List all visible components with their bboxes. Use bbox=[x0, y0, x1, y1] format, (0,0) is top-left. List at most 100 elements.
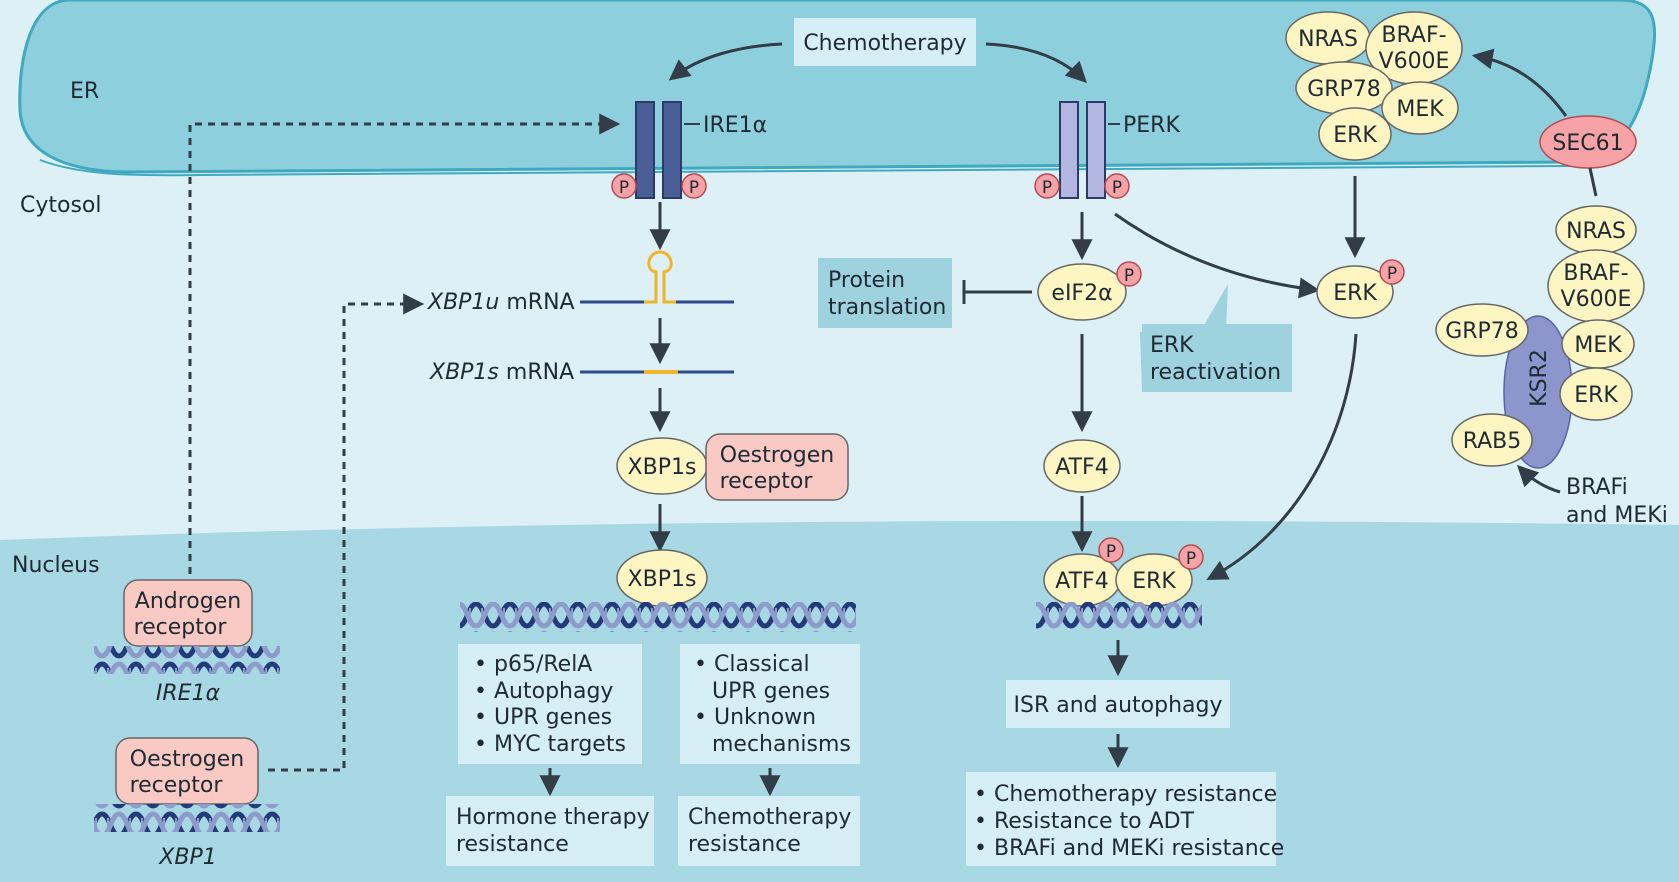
target-right-1: UPR genes bbox=[712, 679, 830, 704]
hormone-resistance-line2: resistance bbox=[456, 832, 569, 857]
erk-cytosol-label: ERK bbox=[1333, 281, 1377, 306]
target-left-1: Autophagy bbox=[494, 679, 613, 704]
chemo-to-perk-arrow bbox=[985, 42, 1087, 83]
androgen-receptor-line1: Androgen bbox=[135, 589, 241, 614]
target-left-2: UPR genes bbox=[494, 705, 612, 730]
perk-outcome-0: Chemotherapy resistance bbox=[994, 782, 1277, 807]
target-right-0: Classical bbox=[714, 652, 810, 677]
androgen-to-ire1a-dashed-arrow bbox=[188, 113, 621, 574]
atf4-cytosol-label: ATF4 bbox=[1055, 455, 1108, 480]
top-nras-label: NRAS bbox=[1298, 27, 1358, 52]
isr-label: ISR and autophagy bbox=[1014, 693, 1223, 718]
svg-text:• BRAFi and MEKi resistance: • BRAFi and MEKi resistance bbox=[974, 836, 1284, 861]
bottom-rab5-label: RAB5 bbox=[1463, 429, 1522, 454]
eif2a-node bbox=[1037, 263, 1127, 321]
protein-translation-box bbox=[818, 258, 952, 328]
atf4-erk-dna bbox=[1036, 602, 1202, 630]
xbp1s-nucleus-label: XBP1s bbox=[628, 567, 697, 592]
sec61-to-complex-arrow bbox=[1471, 48, 1568, 117]
svg-text:• MYC targets: • MYC targets bbox=[474, 732, 626, 757]
er-membrane-outline bbox=[39, 159, 1571, 177]
top-braf-line1: BRAF- bbox=[1381, 23, 1446, 48]
oestrogen-receptor-line1: Oestrogen bbox=[720, 443, 834, 468]
xbp1s-mrna-label: mRNA bbox=[506, 360, 574, 385]
er-label: ER bbox=[70, 79, 99, 104]
ire1a-gene-label: IRE1α bbox=[156, 681, 221, 706]
svg-text:• p65/RelA: • p65/RelA bbox=[474, 652, 592, 677]
isr-box bbox=[1006, 680, 1230, 728]
inhibitors-line2: and MEKi bbox=[1566, 503, 1668, 528]
oestrogen-receptor-line2: receptor bbox=[720, 469, 814, 494]
svg-text:XBP1u mRNA: XBP1u mRNA bbox=[427, 290, 575, 315]
bottom-complex-to-sec61-line bbox=[1588, 167, 1598, 197]
xbp1u-mrna-label: mRNA bbox=[506, 290, 574, 315]
xbp1-gene-dna bbox=[94, 804, 280, 832]
target-right-2: Unknown bbox=[714, 705, 816, 730]
perk-outcomes-box bbox=[966, 772, 1276, 866]
cytosol-label: Cytosol bbox=[20, 193, 102, 218]
perk-outcome-2: BRAFi and MEKi resistance bbox=[994, 836, 1284, 861]
xbp1s-dna bbox=[460, 602, 856, 632]
atf4-cytosol-node bbox=[1043, 439, 1121, 493]
target-left-0: p65/RelA bbox=[494, 652, 592, 677]
sec61-label: SEC61 bbox=[1552, 131, 1623, 156]
perk-outcome-1: Resistance to ADT bbox=[994, 809, 1195, 834]
chemo-resistance-line1: Chemotherapy bbox=[688, 805, 851, 830]
bottom-braf-line1: BRAF- bbox=[1563, 261, 1628, 286]
erk-cytosol-phospho-label: P bbox=[1387, 264, 1397, 284]
top-mek-label: MEK bbox=[1396, 97, 1444, 122]
sec61-node bbox=[1539, 115, 1637, 169]
hormone-resistance-line1: Hormone therapy bbox=[456, 805, 650, 830]
svg-text:• Resistance to ADT: • Resistance to ADT bbox=[974, 809, 1195, 834]
erk-reactivation-line1: ERK bbox=[1150, 333, 1194, 358]
androgen-receptor-line2: receptor bbox=[134, 615, 228, 640]
perk-phospho-right: P bbox=[1112, 178, 1122, 198]
er-membrane bbox=[18, 0, 1657, 174]
atf4-nucleus-label: ATF4 bbox=[1055, 569, 1108, 594]
ire1a-phospho-right: P bbox=[689, 178, 699, 198]
perk-receptor: PERK P P bbox=[1034, 101, 1180, 199]
targets-right-box bbox=[680, 644, 860, 764]
atf4-phospho-label: P bbox=[1106, 542, 1116, 562]
top-braf-line2: V600E bbox=[1379, 49, 1450, 74]
eif2a-label: eIF2α bbox=[1051, 281, 1112, 306]
erk-nucleus-phospho-label: P bbox=[1186, 549, 1196, 569]
top-grp78-label: GRP78 bbox=[1307, 77, 1381, 102]
protein-translation-line2: translation bbox=[828, 295, 946, 320]
erk-reactivation-line2: reactivation bbox=[1150, 360, 1281, 385]
kinase-complex-bottom: KSR2 NRAS BRAF- V600E GRP78 MEK ERK RAB5 bbox=[1435, 205, 1645, 469]
hormone-resistance-box bbox=[446, 796, 654, 866]
xbp1u-gene-label: XBP1u bbox=[427, 290, 499, 315]
oestrogen-receptor-cytosol bbox=[705, 433, 849, 501]
oestrogen-receptor-nucleus-line2: receptor bbox=[130, 773, 224, 798]
bottom-braf-line2: V600E bbox=[1561, 287, 1632, 312]
ire1a-receptor: IRE1α P P bbox=[611, 101, 767, 199]
svg-text:• Autophagy: • Autophagy bbox=[474, 679, 613, 704]
erk-nucleus-label: ERK bbox=[1132, 569, 1176, 594]
chemotherapy-box bbox=[794, 18, 976, 66]
top-erk-label: ERK bbox=[1333, 123, 1377, 148]
perk-to-erk-arrow bbox=[1114, 212, 1321, 299]
nucleus-label: Nucleus bbox=[12, 553, 100, 578]
bottom-erk-label: ERK bbox=[1574, 383, 1618, 408]
xbp1u-mrna: XBP1u mRNA bbox=[427, 250, 734, 315]
erk-reactivation-box bbox=[1142, 324, 1292, 392]
perk-label: PERK bbox=[1123, 113, 1180, 138]
svg-text:• Classical: • Classical bbox=[694, 652, 810, 677]
chemo-resistance-box bbox=[678, 796, 860, 866]
protein-translation-line1: Protein bbox=[828, 268, 905, 293]
perk-phospho-left: P bbox=[1042, 178, 1052, 198]
eif2a-phospho bbox=[1116, 261, 1142, 287]
svg-text:• UPR genes: • UPR genes bbox=[474, 705, 612, 730]
svg-text:• Unknown: • Unknown bbox=[694, 705, 816, 730]
inhibitors-line1: BRAFi bbox=[1566, 475, 1628, 500]
targets-left-list: • p65/RelA • Autophagy • UPR genes • MYC… bbox=[474, 652, 626, 757]
chemo-resistance-line2: resistance bbox=[688, 832, 801, 857]
ksr2-label: KSR2 bbox=[1527, 349, 1552, 407]
kinase-complex-top: NRAS BRAF- V600E GRP78 MEK ERK bbox=[1285, 11, 1463, 161]
inhibitors-to-complex-arrow bbox=[1517, 465, 1561, 494]
svg-text:• Chemotherapy resistance: • Chemotherapy resistance bbox=[974, 782, 1277, 807]
xbp1s-gene-label: XBP1s bbox=[429, 360, 499, 385]
